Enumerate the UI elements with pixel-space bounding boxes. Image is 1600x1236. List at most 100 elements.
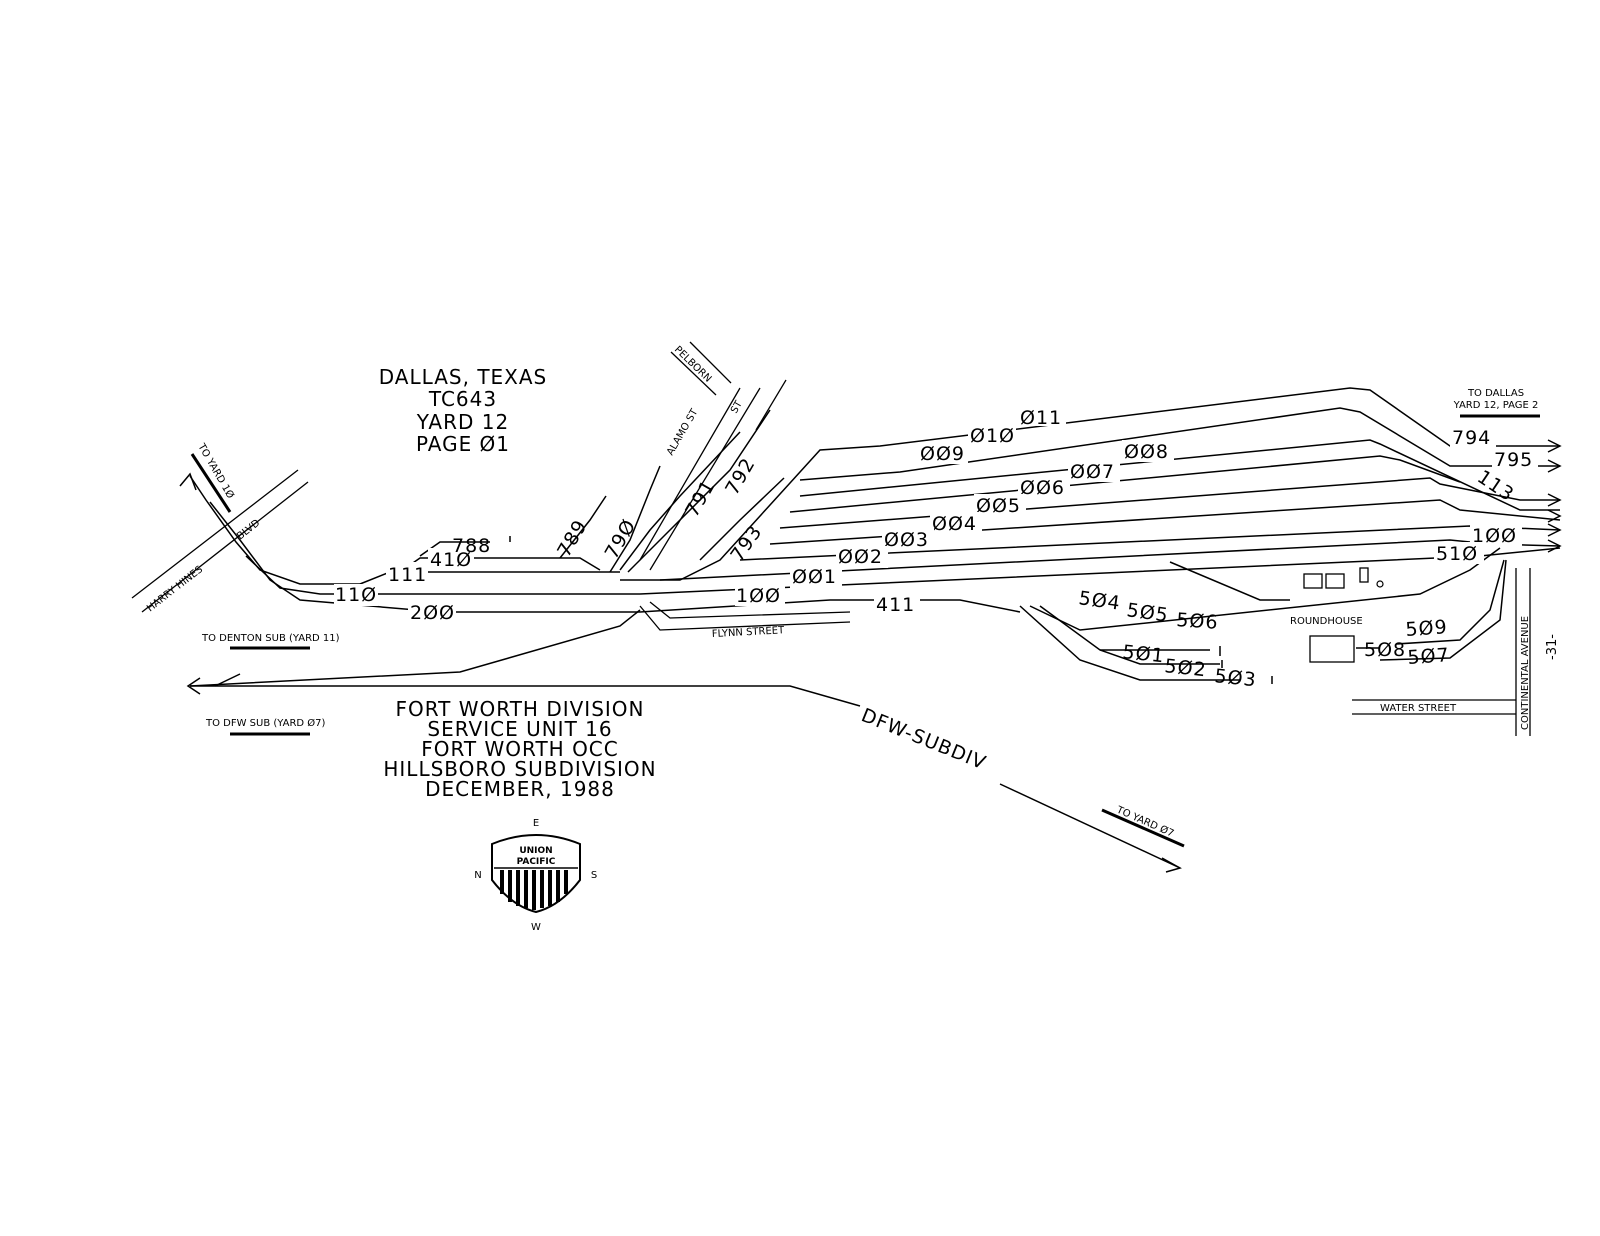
building-b bbox=[1325, 573, 1345, 589]
track-502-line bbox=[1039, 605, 1220, 665]
logo-line-2: PACIFIC bbox=[517, 857, 556, 867]
pelborn-line-b bbox=[689, 341, 732, 384]
track-labels: Ø11 Ø1Ø ØØ9 ØØ8 ØØ7 ØØ6 ØØ5 ØØ4 ØØ3 ØØ2 … bbox=[334, 404, 1538, 691]
track-009-label: ØØ9 bbox=[920, 443, 965, 465]
lead-track-200 bbox=[209, 501, 640, 613]
compass-east: E bbox=[533, 818, 539, 829]
track-788-line bbox=[419, 541, 490, 557]
dfw-subdiv-label: DFW-SUBDIV bbox=[858, 704, 989, 774]
track-100-label-a: 1ØØ bbox=[736, 585, 781, 607]
alamo-line-c bbox=[755, 379, 787, 431]
title-line-3: YARD 12 bbox=[416, 410, 509, 434]
arrow-east-d bbox=[1547, 539, 1562, 553]
title-block: DALLAS, TEXAS TC643 YARD 12 PAGE Ø1 bbox=[379, 365, 548, 456]
arrow-east-a bbox=[1547, 493, 1562, 507]
track-003-label: ØØ3 bbox=[884, 529, 929, 551]
arrow-east-795 bbox=[1547, 459, 1562, 473]
track-791-line bbox=[619, 431, 741, 571]
track-007-label: ØØ7 bbox=[1070, 461, 1115, 483]
to-dallas-label-1: TO DALLAS bbox=[1467, 388, 1524, 399]
st-label: ST bbox=[729, 398, 745, 415]
track-795-label: 795 bbox=[1494, 449, 1533, 471]
subtitle-block: FORT WORTH DIVISION SERVICE UNIT 16 FORT… bbox=[383, 697, 656, 801]
alamo-label: ALAMO ST bbox=[665, 407, 701, 458]
main-to-denton-line bbox=[189, 609, 641, 687]
track-789-line bbox=[559, 495, 607, 559]
subtitle-line-2: SERVICE UNIT 16 bbox=[427, 717, 612, 741]
track-002-label: ØØ2 bbox=[838, 546, 883, 568]
track-110-label: 11Ø bbox=[335, 584, 377, 606]
track-200-label: 2ØØ bbox=[410, 602, 455, 624]
track-789-label: 789 bbox=[553, 516, 592, 561]
harry-hines-line-a bbox=[131, 469, 299, 599]
track-005-label: ØØ5 bbox=[976, 495, 1021, 517]
track-506-label: 5Ø6 bbox=[1176, 609, 1220, 634]
harry-hines-line-b bbox=[141, 481, 309, 613]
track-007-line bbox=[779, 477, 1560, 529]
buildings: ROUNDHOUSE bbox=[1290, 567, 1384, 663]
to-yard-10-arrow bbox=[190, 453, 232, 513]
compass-logo: E W N S UNION PACIFIC bbox=[474, 818, 597, 933]
track-006-label: ØØ6 bbox=[1020, 477, 1065, 499]
arrow-southeast-yard07 bbox=[1161, 857, 1182, 873]
track-509-line bbox=[1395, 559, 1505, 645]
track-502-label: 5Ø2 bbox=[1163, 655, 1207, 681]
building-a bbox=[1303, 573, 1323, 589]
roundhouse-label: ROUNDHOUSE bbox=[1290, 616, 1363, 627]
compass-west: W bbox=[531, 922, 541, 933]
track-503-line bbox=[1019, 605, 1240, 681]
dfw-main-line-b bbox=[999, 783, 1181, 869]
water-label: WATER STREET bbox=[1380, 703, 1457, 714]
alamo-line-b bbox=[649, 387, 761, 571]
to-dfw-sub-label: TO DFW SUB (YARD Ø7) bbox=[205, 717, 326, 729]
pelborn-line-a bbox=[670, 351, 717, 396]
roundhouse-building bbox=[1309, 635, 1355, 663]
track-505-label: 5Ø5 bbox=[1125, 599, 1170, 627]
building-d bbox=[1376, 580, 1384, 588]
track-510-label: 51Ø bbox=[1436, 543, 1478, 565]
arrow-east-c bbox=[1547, 523, 1562, 537]
title-line-4: PAGE Ø1 bbox=[416, 432, 510, 456]
to-yard-07-label: TO YARD Ø7 bbox=[1114, 803, 1176, 839]
track-008-label: ØØ8 bbox=[1124, 441, 1169, 463]
track-410-label: 41Ø bbox=[430, 549, 472, 571]
track-010-label: Ø1Ø bbox=[970, 425, 1015, 447]
subtitle-line-4: HILLSBORO SUBDIVISION bbox=[383, 757, 656, 781]
track-001-label: ØØ1 bbox=[792, 566, 837, 588]
track-011-label: Ø11 bbox=[1020, 407, 1062, 429]
title-line-2: TC643 bbox=[428, 387, 497, 411]
track-790-line bbox=[609, 465, 661, 573]
track-113-label: 113 bbox=[1473, 466, 1518, 506]
track-004-label: ØØ4 bbox=[932, 513, 977, 535]
page-number: -31- bbox=[1545, 634, 1560, 660]
track-411-line bbox=[639, 599, 1021, 613]
track-503-label: 5Ø3 bbox=[1213, 665, 1257, 691]
to-dallas-label-2: YARD 12, PAGE 2 bbox=[1453, 400, 1539, 411]
continental-label: CONTINENTAL AVENUE bbox=[1520, 616, 1531, 730]
title-line-1: DALLAS, TEXAS bbox=[379, 365, 548, 389]
arrow-east-b bbox=[1547, 509, 1562, 523]
logo-line-1: UNION bbox=[519, 846, 552, 856]
track-011-line bbox=[620, 387, 1560, 581]
track-791-label: 791 bbox=[681, 476, 720, 521]
track-501-label: 5Ø1 bbox=[1121, 641, 1165, 667]
harry-hines-label: HARRY HINES bbox=[145, 564, 205, 614]
track-005-line bbox=[769, 499, 1561, 545]
track-111-label: 111 bbox=[388, 564, 427, 586]
to-denton-label: TO DENTON SUB (YARD 11) bbox=[201, 633, 340, 644]
arrow-east-794 bbox=[1547, 439, 1562, 453]
arrow-north-yard10 bbox=[179, 472, 197, 491]
subtitle-line-5: DECEMBER, 1988 bbox=[425, 777, 615, 801]
track-507-label: 5Ø7 bbox=[1407, 644, 1451, 669]
flynn-line-b bbox=[649, 601, 851, 619]
track-009-line bbox=[799, 439, 1560, 511]
pelborn-label: PELBORN bbox=[672, 344, 713, 384]
building-c bbox=[1359, 567, 1369, 583]
lead-yard-10-a bbox=[189, 475, 360, 585]
track-792-label: 792 bbox=[721, 454, 760, 499]
track-100-label-b: 1ØØ bbox=[1472, 525, 1517, 547]
track-504-line bbox=[1169, 561, 1290, 601]
main-spur bbox=[214, 673, 241, 687]
lead-track-110 bbox=[245, 555, 640, 595]
track-507-line bbox=[1379, 559, 1507, 661]
